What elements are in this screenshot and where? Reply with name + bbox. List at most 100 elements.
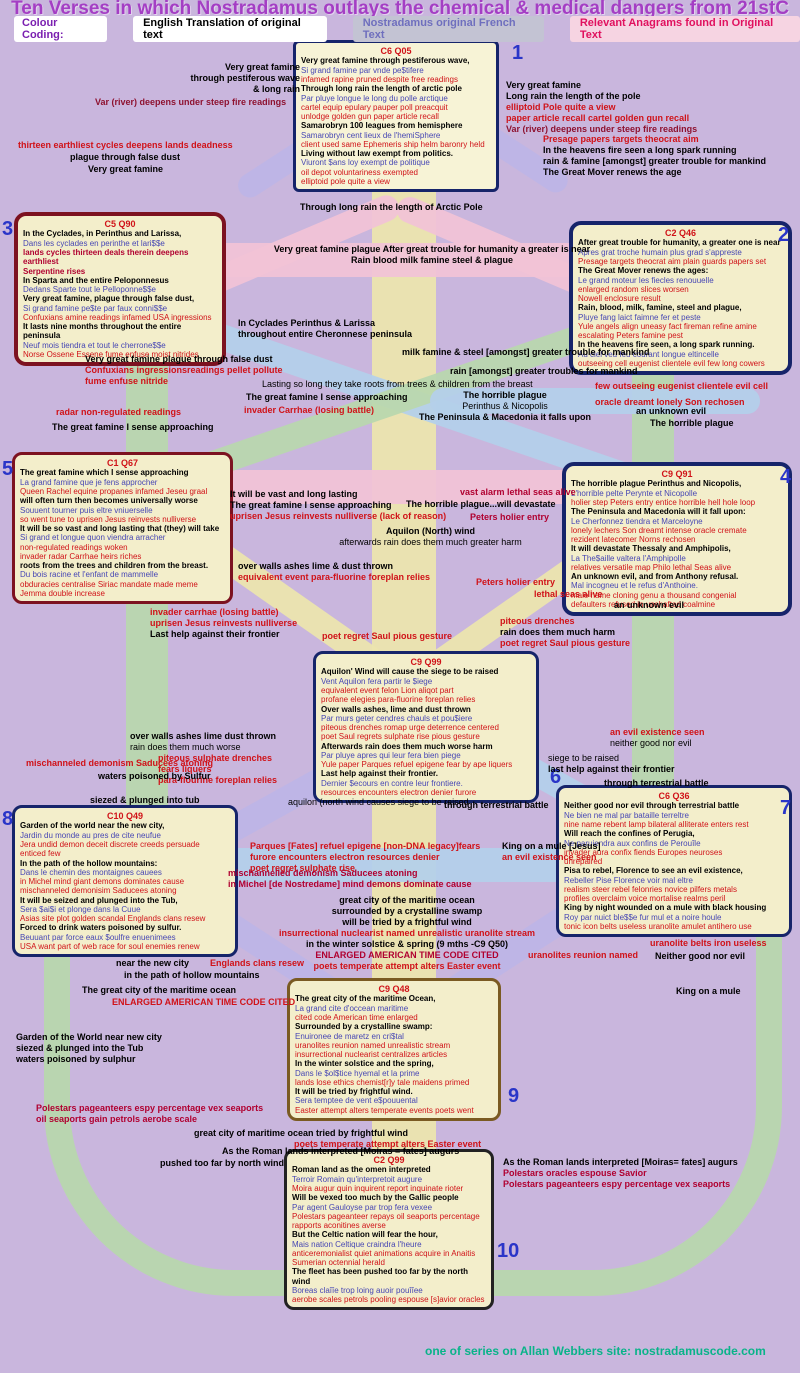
anagram-line: male name cloning genu a thousand congen… (571, 590, 737, 600)
quatrain-code: C9 Q48 (378, 984, 410, 994)
anagram-line: enlarged random slices worsen (578, 284, 689, 294)
site-credit: one of series on Allan Webbers site: nos… (425, 1344, 766, 1358)
annotation-63: As the Roman lands interpreted [Moiras =… (222, 1146, 459, 1157)
annotation-40: aquilon (north wind causes siege to be r… (288, 797, 469, 808)
anagram-text: mischanneled demonism Saducees atoning (26, 758, 214, 768)
anagram-text: Polestars pageanteers espy percentage ve… (503, 1178, 731, 1189)
annotation-34: poet regret Saul pious gesture (322, 631, 452, 642)
anagram-text: uranolite belts iron useless (650, 938, 767, 948)
anagram-text: equivalent event para-fluorine foreplan … (238, 571, 431, 582)
english-line: Roman land as the omen interpreted (292, 1165, 431, 1175)
anagram-text: poet regret Saul pious gesture (322, 631, 453, 641)
english-line: It will be so vast and long lasting that… (20, 524, 220, 534)
legend-label: Colour Coding: (14, 16, 108, 42)
anagram-line: piteous drenches romap urge deterrence c… (321, 723, 499, 733)
english-line: It will devastate Thessaly and Amphipoli… (571, 544, 731, 554)
verse-number-2: 2 (778, 224, 790, 246)
annotation-30: Peters holier entry (476, 577, 555, 588)
english-line: After great trouble for humanity, a grea… (578, 238, 781, 248)
english-line: Neither good nor evil through terrestria… (564, 801, 740, 811)
anagram-line: uranolites reunion named unrealistic str… (295, 1040, 451, 1050)
french-line: Neuf mois tiendra et tout le cherrone$$e (23, 340, 166, 350)
translation-text: The great city of the maritime ocean (82, 985, 237, 995)
legend-english-translation: English Translation of original text (133, 16, 327, 42)
translation-text: rain & famine [amongst] greater trouble … (543, 155, 767, 166)
anagram-line: mischanneled demonisim Saducees atoning (20, 886, 177, 896)
translation-text: It will be vast and long lasting (230, 489, 358, 499)
annotation-26: The horrible plague...will devastate (406, 499, 556, 510)
french-line: Par agent Gauloyse par trop fera vexee (292, 1202, 433, 1212)
anagram-text: paper article recall cartel golden gun r… (506, 112, 690, 123)
french-line: Par pluye longue le long du polle arctiq… (301, 93, 448, 103)
english-line: It lasts nine months throughout the enti… (23, 322, 182, 341)
english-line: In the heavens fire seen, a long spark r… (578, 340, 755, 350)
anagram-line: profane elegies para-fluorine foreplan r… (321, 695, 476, 705)
annotation-61: great city of maritime ocean tried by fr… (194, 1128, 408, 1139)
anagram-line: Asias site plot golden scandal Englands … (20, 914, 206, 924)
annotation-52: Neither good nor evil (655, 951, 745, 962)
english-line: In the path of the hollow mountains: (20, 858, 158, 868)
annotation-45: through terrestrial battle (444, 800, 549, 811)
translation-text: plague through false dust (70, 152, 181, 162)
translation-text: through terrestrial battle (604, 778, 709, 788)
anagram-text: uprisen Jesus reinvests nulliverse (150, 617, 298, 628)
colour-coding-legend: Colour Coding: English Translation of or… (0, 16, 800, 42)
verse-number-6: 6 (550, 766, 562, 788)
annotation-38: mischanneled demonism Saducees atoning (26, 758, 213, 769)
annotation-58: ENLARGED AMERICAN TIME CODE CITED (112, 997, 295, 1008)
quatrain-code: C1 Q67 (106, 458, 139, 468)
anagram-line: oil depot voluntariness exempted (301, 167, 418, 177)
french-line: Souuent tourner puis eltre vniuerselle (20, 505, 153, 515)
french-line: Si grand et longue quon viendra arracher (20, 533, 166, 543)
english-line: Very great famine through pestiferous wa… (301, 56, 470, 66)
english-line: Surrounded by a crystalline swamp: (295, 1022, 433, 1032)
annotation-3: thirteen earthliest cycles deepens lands… (18, 140, 233, 151)
anagram-text: an evil existence seen (610, 727, 705, 737)
anagram-line: client used same Ephemeris ship helm bar… (301, 139, 485, 149)
translation-text: Last help against their frontier (150, 628, 280, 639)
anagram-text: elliptoid Pole quite a view (506, 101, 616, 112)
translation-text: waters poisoned by sulphur (16, 1053, 136, 1064)
anagram-line: Confuxians amine readings infamed USA in… (23, 312, 212, 322)
translation-text: Very great famine (506, 80, 582, 90)
english-line: In Sparta and the entire Peloponnesus (23, 275, 169, 285)
translation-text: great city of maritime ocean tried by fr… (194, 1128, 409, 1138)
anagram-text: poet regret sulphate rise (250, 862, 356, 873)
translation-text: last help against their frontier (548, 763, 675, 774)
anagram-line: defaulters refused in unshafted coalmine (571, 599, 716, 609)
translation-text: King on a mule [Jesus] (502, 841, 601, 851)
anagram-line: equivalent event felon Lion aliqot part (321, 685, 454, 695)
annotation-60: Polestars pageanteers espy percentage ve… (36, 1103, 263, 1125)
anagram-line: lonely lechers Son dreamt intense oracle… (571, 525, 747, 535)
english-line: The great city of the maritime Ocean, (295, 994, 436, 1004)
anagram-line: in Michel mind giant demons dominates ca… (20, 877, 185, 887)
french-line: Ne paruiendra aux confins de Perouîle (564, 838, 701, 848)
annotation-12: milk famine & steel [amongst] greater tr… (402, 347, 650, 358)
french-line: Au ciel veu feu courant longue eltincell… (578, 349, 719, 359)
english-line: Rain, blood, milk, famine, steel and pla… (578, 303, 742, 313)
anagram-line: Nowell enclosure result (578, 294, 661, 304)
french-line: La grand famine que je fens approcher (20, 477, 158, 487)
annotation-22: invader Carrhae (losing battle) (244, 405, 374, 416)
anagram-line: unrepaired (564, 857, 603, 867)
translation-text: The horrible plague (650, 418, 734, 428)
english-line: will often turn then becomes universally… (20, 496, 198, 506)
anagram-text: invader Carrhae (losing battle) (244, 405, 375, 415)
french-line: Rebeller Pise Florence voir mal eltre (564, 875, 693, 885)
legend-anagrams: Relevant Anagrams found in Original Text (569, 16, 800, 42)
french-line: Le Cherfonnez tiendra et Marceloyne (571, 516, 703, 526)
french-line: Dernier $ecours en contre leur frontiere… (321, 778, 463, 788)
anagram-line: non-regulated readings woken (20, 542, 128, 552)
anagram-line: enticed few (20, 849, 61, 859)
anagram-text: fume enfuse nitride (85, 375, 169, 386)
anagram-text: uprisen Jesus reinvests nulliverse (lack… (230, 510, 447, 521)
anagram-line: aerobe scales petrols pooling espouse [s… (292, 1295, 485, 1305)
translation-text: great city of the maritime ocean (339, 895, 475, 905)
